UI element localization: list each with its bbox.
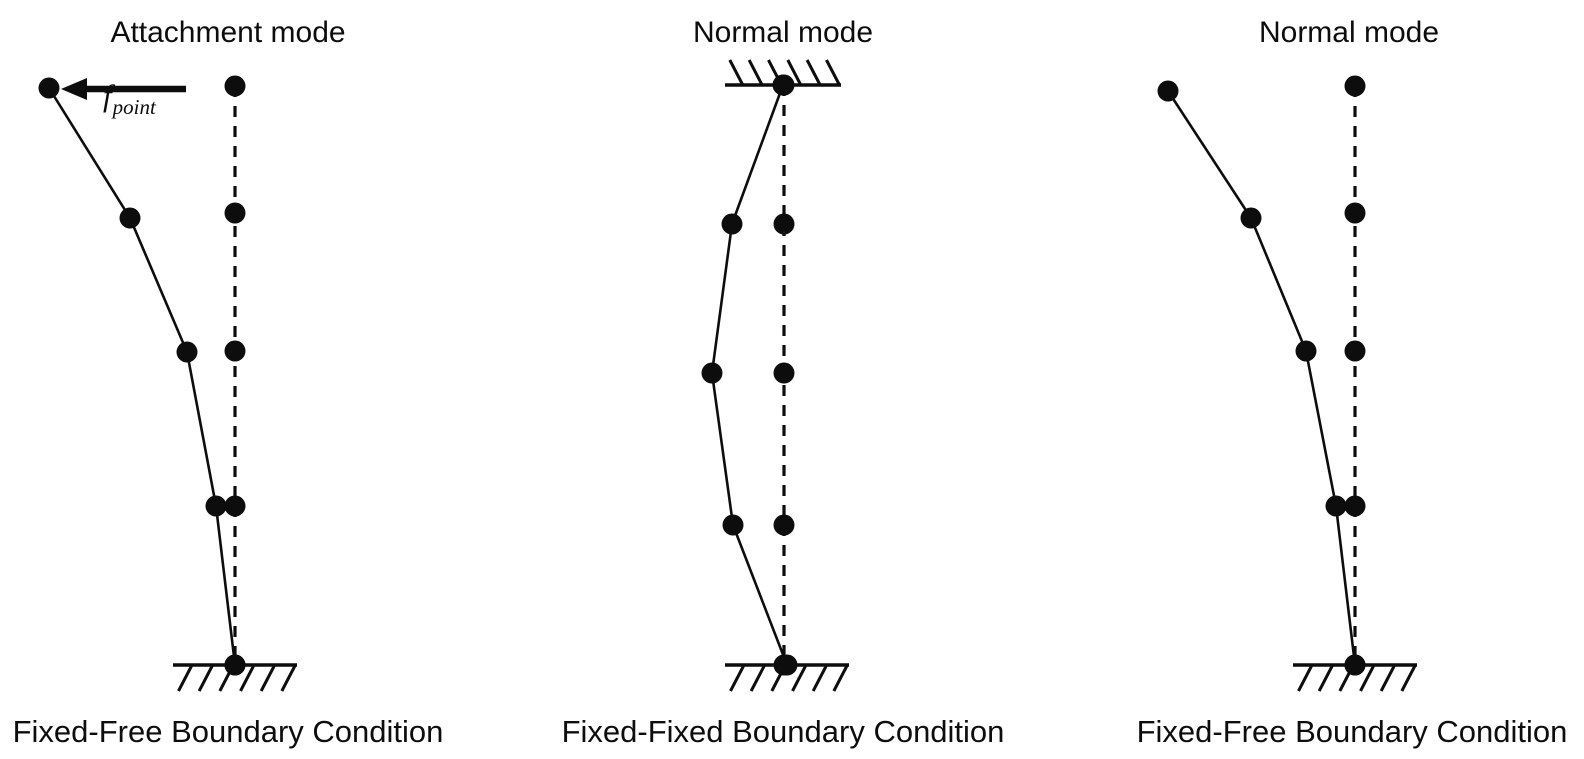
- support-hatch-tick: [1379, 664, 1397, 692]
- support-hatch-tick: [832, 664, 849, 692]
- reference-node-dot: [773, 514, 795, 536]
- support-hatch-tick: [177, 664, 194, 692]
- support-hatch-tick: [1400, 664, 1417, 692]
- mode-node-dot: [205, 495, 227, 517]
- support-hatch-tick: [749, 664, 767, 692]
- mode-node-dot: [224, 654, 246, 676]
- reference-node-dot: [1344, 495, 1366, 517]
- mode-node-dot: [1240, 207, 1262, 229]
- mode-node-dot: [722, 514, 744, 536]
- panel-caption: Fixed-Free Boundary Condition: [13, 714, 444, 749]
- panel-title: Normal mode: [1259, 16, 1439, 49]
- support-hatch-tick: [728, 59, 745, 86]
- force-label: fpoint: [103, 78, 157, 119]
- support-hatch-tick: [280, 664, 297, 692]
- support-hatch-tick: [825, 59, 841, 86]
- support-hatch-tick: [1359, 664, 1376, 692]
- panel-title: Attachment mode: [110, 16, 345, 49]
- reference-node-dot: [224, 340, 246, 362]
- reference-node-dot: [1344, 340, 1366, 362]
- mode-node-dot: [701, 362, 723, 384]
- panel-title: Normal mode: [693, 16, 873, 49]
- support-hatch-tick: [197, 664, 215, 692]
- panel-caption: Fixed-Free Boundary Condition: [1137, 714, 1568, 749]
- mode-node-dot: [1344, 654, 1366, 676]
- reference-node-dot: [224, 495, 246, 517]
- mode-node-dot: [38, 77, 60, 99]
- force-arrow-head: [61, 78, 87, 100]
- support-hatch-tick: [811, 664, 829, 692]
- reference-node-dot: [1344, 75, 1366, 97]
- support-hatch-tick: [747, 59, 764, 86]
- support-hatch-tick: [239, 664, 256, 692]
- mode-node-dot: [1325, 495, 1347, 517]
- reference-node-dot: [224, 202, 246, 224]
- support-hatch-tick: [791, 664, 808, 692]
- support-hatch-tick: [805, 59, 822, 86]
- mode-node-dot: [721, 213, 743, 235]
- reference-node-dot: [773, 213, 795, 235]
- support-hatch-tick: [786, 59, 803, 86]
- panel-caption: Fixed-Fixed Boundary Condition: [562, 714, 1005, 749]
- support-hatch-tick: [259, 664, 277, 692]
- support-hatch-tick: [1297, 664, 1314, 692]
- reference-node-dot: [773, 362, 795, 384]
- reference-node-dot: [224, 75, 246, 97]
- mode-node-dot: [1157, 80, 1179, 102]
- support-hatch-tick: [1317, 664, 1335, 692]
- reference-node-dot: [1344, 202, 1366, 224]
- mode-node-dot: [1295, 340, 1317, 362]
- force-label-subscript: point: [111, 95, 157, 119]
- mode-node-dot: [776, 654, 798, 676]
- mode-node-dot: [176, 341, 198, 363]
- support-hatch-tick: [729, 664, 746, 692]
- mode-node-dot: [772, 74, 794, 96]
- mode-node-dot: [119, 207, 141, 229]
